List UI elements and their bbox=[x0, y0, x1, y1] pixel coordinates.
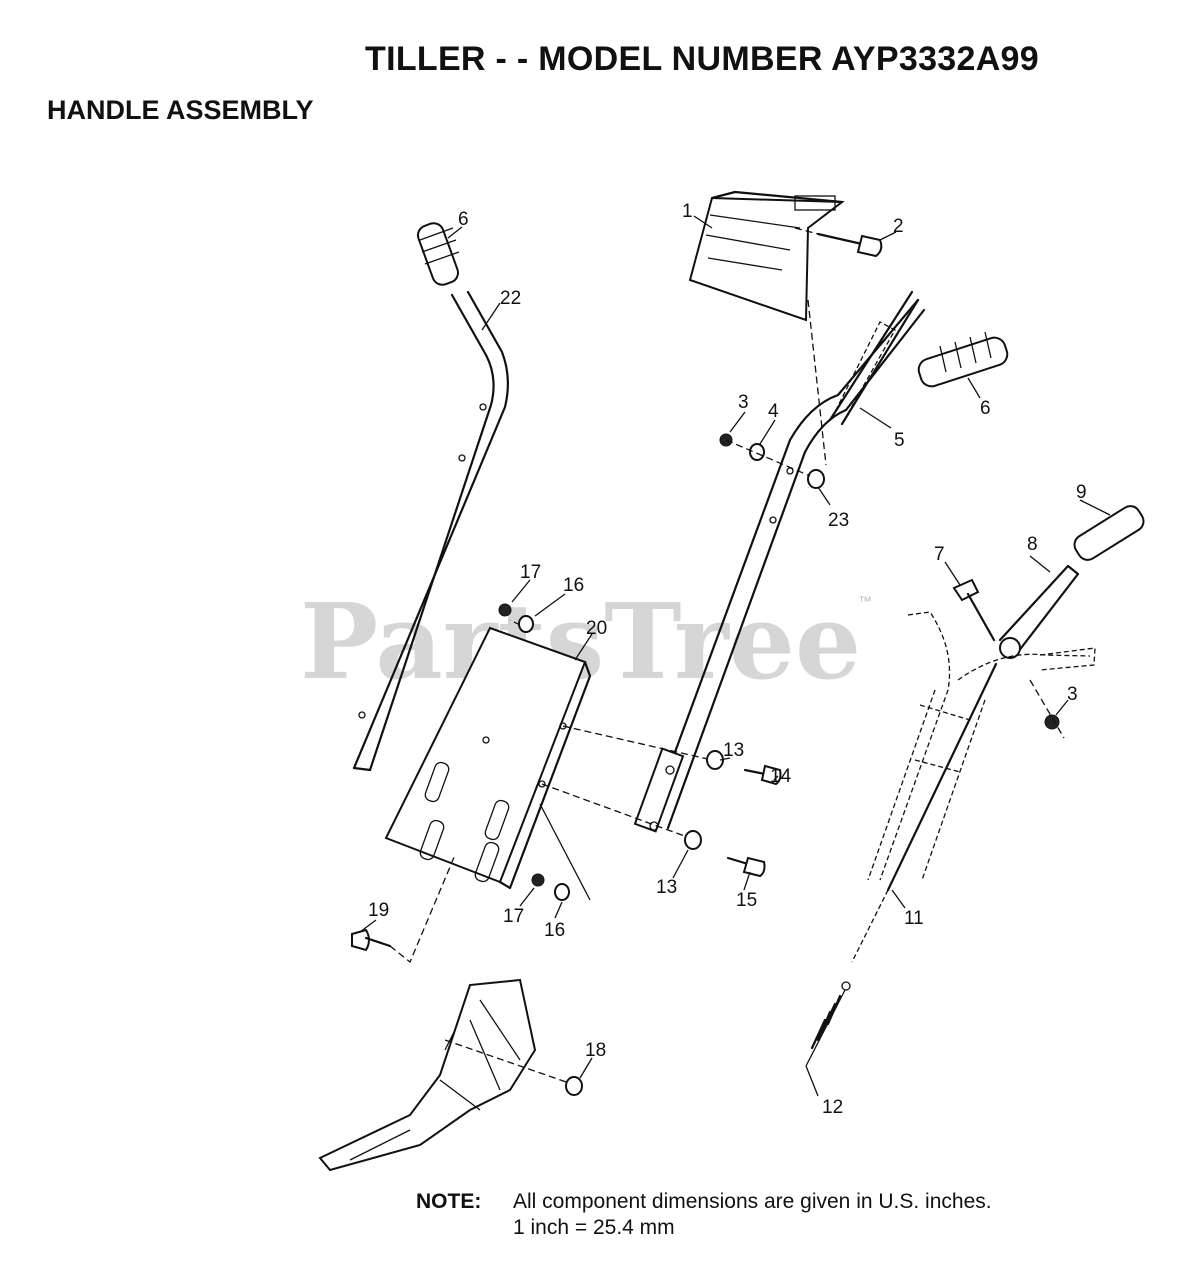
leader-3-4 bbox=[725, 439, 811, 477]
mounting-plate bbox=[384, 626, 592, 890]
leader-plate-upper bbox=[562, 725, 713, 761]
callout-22: 22 bbox=[500, 288, 521, 309]
callouts: 6 22 1 2 3 4 6 5 23 9 8 7 17 16 20 3 13 … bbox=[368, 201, 1087, 1118]
callout-13-upper: 13 bbox=[723, 740, 744, 761]
control-panel bbox=[688, 190, 845, 322]
callout-16-lower: 16 bbox=[544, 920, 565, 941]
bolt-15 bbox=[726, 856, 766, 878]
bolt-19 bbox=[351, 854, 456, 964]
shift-lever bbox=[998, 505, 1145, 659]
nut-17-upper bbox=[498, 603, 512, 617]
callout-19: 19 bbox=[368, 900, 389, 921]
callout-2: 2 bbox=[893, 216, 904, 237]
bolt-7 bbox=[952, 578, 996, 642]
callout-1: 1 bbox=[682, 201, 693, 222]
callout-11: 11 bbox=[904, 908, 924, 929]
washer-16-lower bbox=[554, 883, 570, 901]
callout-4: 4 bbox=[768, 401, 779, 422]
left-handle-tube bbox=[352, 290, 509, 772]
page-title: TILLER - - MODEL NUMBER AYP3332A99 bbox=[365, 40, 1039, 78]
tiller-frame bbox=[318, 978, 537, 1172]
callout-12: 12 bbox=[822, 1097, 843, 1118]
watermark-trademark: ™ bbox=[858, 593, 872, 609]
callout-5: 5 bbox=[894, 430, 905, 451]
watermark: PartsTree bbox=[300, 580, 862, 703]
callout-leaders bbox=[359, 215, 1111, 1097]
callout-23: 23 bbox=[828, 510, 849, 531]
callout-16-upper: 16 bbox=[563, 575, 584, 596]
nut-17-lower bbox=[531, 873, 545, 887]
callout-9: 9 bbox=[1076, 482, 1087, 503]
right-grip bbox=[917, 331, 1009, 388]
callout-7: 7 bbox=[934, 544, 945, 565]
callout-17-upper: 17 bbox=[520, 562, 541, 583]
leader-1 bbox=[807, 299, 827, 466]
callout-14: 14 bbox=[770, 766, 792, 787]
callout-17-lower: 17 bbox=[503, 906, 524, 927]
callout-6-right: 6 bbox=[980, 398, 991, 419]
leader-18 bbox=[444, 1039, 576, 1086]
washer-13-lower bbox=[684, 830, 702, 850]
left-grip bbox=[416, 222, 460, 286]
callout-13-lower: 13 bbox=[656, 877, 677, 898]
cable-spring bbox=[805, 889, 889, 1067]
callout-15: 15 bbox=[736, 890, 757, 911]
bolt-14 bbox=[743, 764, 782, 786]
callout-3-upper: 3 bbox=[738, 392, 749, 413]
callout-18: 18 bbox=[585, 1040, 606, 1061]
note-text-line1: All component dimensions are given in U.… bbox=[513, 1190, 992, 1213]
callout-3-lower: 3 bbox=[1067, 684, 1078, 705]
washer-23 bbox=[807, 469, 825, 489]
shift-rod bbox=[867, 611, 1096, 892]
note-text-line2: 1 inch = 25.4 mm bbox=[513, 1216, 675, 1239]
note-label: NOTE: bbox=[416, 1190, 482, 1213]
leader-plate-lower bbox=[541, 783, 691, 839]
right-handle-tube bbox=[633, 290, 926, 833]
callout-6-left: 6 bbox=[458, 209, 469, 230]
bolt-2 bbox=[794, 227, 883, 258]
washer-4 bbox=[749, 443, 765, 461]
callout-20: 20 bbox=[586, 618, 607, 639]
nut-3-lower bbox=[1029, 679, 1065, 739]
nut-18 bbox=[565, 1076, 583, 1096]
leader-16-17-lower bbox=[539, 803, 591, 901]
callout-8: 8 bbox=[1027, 534, 1038, 555]
section-title: HANDLE ASSEMBLY bbox=[47, 95, 314, 125]
washer-16-upper bbox=[518, 615, 534, 633]
